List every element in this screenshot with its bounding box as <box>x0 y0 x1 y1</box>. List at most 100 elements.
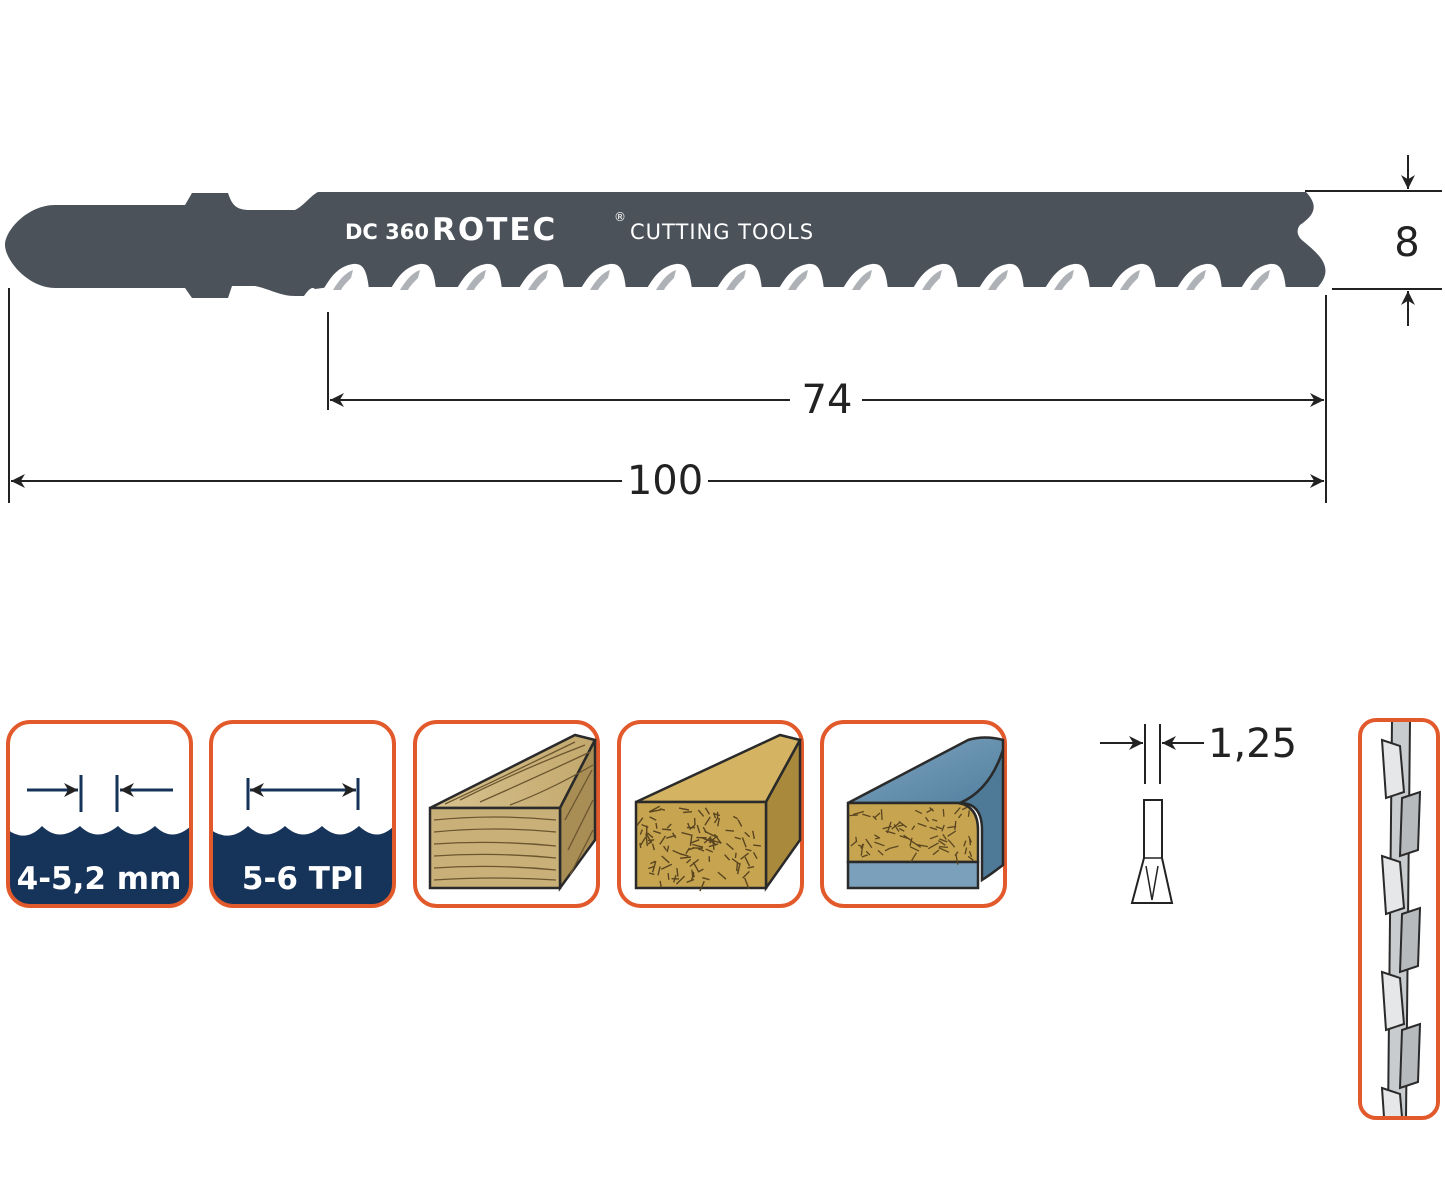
wood-chip <box>667 873 670 880</box>
wood-chip <box>961 806 968 811</box>
blade-tooth-set <box>1186 270 1206 290</box>
wood-chip <box>964 847 968 855</box>
wood-chip <box>686 878 695 883</box>
wood-chip <box>699 880 705 892</box>
wood-chip <box>659 835 666 845</box>
wood-chip <box>673 874 677 883</box>
wood-chip <box>724 854 731 861</box>
wood-chip <box>680 853 689 857</box>
wood-chip <box>874 834 880 839</box>
cutting-length-value: 74 <box>802 377 853 423</box>
blade-tooth-set <box>922 270 942 290</box>
wood-chip <box>954 807 961 815</box>
wood-chip <box>924 816 930 822</box>
wood-chip <box>852 810 865 816</box>
wood-chip <box>666 823 672 829</box>
wood-chip <box>963 840 967 847</box>
wood-chip <box>678 807 690 811</box>
wood-chip <box>661 828 672 831</box>
wood-chip <box>639 829 643 835</box>
blade-thickness-value: 1,25 <box>1208 721 1297 767</box>
wood-chip <box>955 854 959 865</box>
brand-registered-mark: ® <box>614 210 626 224</box>
wood-chip <box>897 824 905 828</box>
wood-chip <box>910 840 922 848</box>
wood-chip <box>653 830 662 835</box>
blade-thickness-diagram <box>1100 724 1204 904</box>
wood-chip <box>880 809 883 821</box>
wood-chip <box>862 813 871 818</box>
wood-chip <box>968 850 973 857</box>
wood-chip <box>752 830 755 840</box>
blade-tooth-set <box>656 270 676 290</box>
wood-chip <box>663 845 667 851</box>
wood-chip <box>636 817 644 827</box>
wood-chip <box>947 830 957 837</box>
wood-chip <box>938 840 946 846</box>
wood-chip <box>697 809 705 817</box>
wood-chip <box>704 816 711 826</box>
wood-chip <box>942 808 945 817</box>
wood-chip <box>692 871 695 878</box>
wood-chip <box>929 835 939 840</box>
wood-chip <box>877 849 884 856</box>
wood-chip <box>713 833 722 845</box>
wood-chip <box>885 830 896 835</box>
wood-chip <box>705 848 714 853</box>
wood-chip <box>679 856 692 859</box>
wood-chip <box>899 835 909 840</box>
chipboard-texture <box>636 805 761 892</box>
laminated-board-icon <box>820 720 1007 908</box>
wood-chip <box>689 839 700 845</box>
wood-chip <box>968 838 972 846</box>
wood-chip <box>865 838 873 849</box>
wood-chip <box>947 839 956 848</box>
wood-chip <box>741 837 747 848</box>
wood-chip <box>927 842 939 850</box>
wood-chip <box>745 848 752 852</box>
wood-chip <box>753 844 761 847</box>
wood-chip <box>657 866 661 876</box>
blade-tooth-set <box>1120 270 1140 290</box>
jigsaw-blade: DC 360 ROTEC ® CUTTING TOOLS <box>5 192 1326 298</box>
wood-chip <box>890 845 899 849</box>
wood-chip <box>932 818 938 822</box>
wood-chip <box>929 826 938 831</box>
wood-chip <box>967 855 974 861</box>
wood-chip <box>725 842 734 851</box>
wood-chip <box>752 851 758 860</box>
wood-chip <box>898 820 908 828</box>
wood-chip <box>651 860 657 873</box>
wood-chip <box>689 858 700 868</box>
wood-chip <box>734 836 742 840</box>
wood-chip <box>648 805 661 813</box>
wood-chip <box>911 825 916 831</box>
wood-chip <box>874 841 885 847</box>
wood-chip <box>954 851 959 857</box>
set-tooth <box>1380 854 1406 916</box>
wood-chip <box>855 836 858 843</box>
wood-chip <box>683 811 693 814</box>
wood-chip <box>909 846 920 852</box>
wood-chip <box>939 838 948 843</box>
wood-chip <box>647 839 655 842</box>
wood-chip <box>736 862 739 872</box>
tooth-pitch-tpi-icon: 5-6 TPI <box>209 720 396 908</box>
wood-chip <box>875 837 881 840</box>
wood-chip <box>932 849 940 856</box>
wood-chip <box>713 817 719 824</box>
chipboard-icon <box>617 720 804 908</box>
wood-chip <box>702 877 710 881</box>
wood-chip <box>639 836 647 846</box>
wood-chip <box>655 822 658 829</box>
wood-chip <box>872 815 877 821</box>
wood-chip <box>676 868 679 877</box>
softwood-icon <box>413 720 600 908</box>
blade-tooth-set <box>788 270 808 290</box>
blade-tooth-set <box>333 270 353 290</box>
blade-teeth <box>323 263 1286 290</box>
wood-chip <box>639 842 642 849</box>
wood-chip <box>861 854 868 858</box>
wood-chip <box>704 807 710 815</box>
